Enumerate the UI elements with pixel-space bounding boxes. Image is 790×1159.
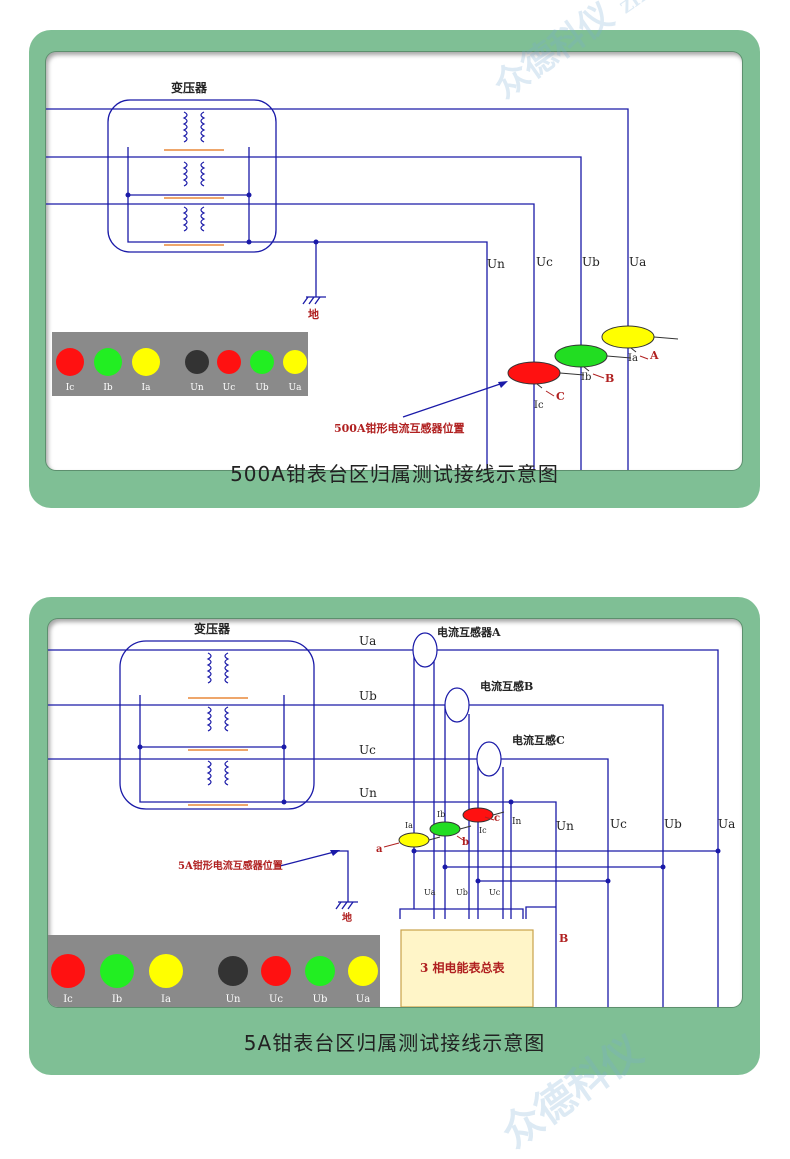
small-ct-phase: Ib <box>437 810 445 819</box>
line-label-un: Un <box>487 257 505 271</box>
line-label-ub: Ub <box>582 255 600 269</box>
wiring-diagram-5a: 变压器 地 Ua Ub Uc Un 电流互感器A 电流互感B 电流互感C Ia … <box>48 621 735 1007</box>
ct-phase-label: Ib <box>581 372 591 383</box>
legend-label-ic: Ic <box>66 383 75 393</box>
legend-label-ic: Ic <box>63 994 73 1005</box>
legend-5a: Ic Ib Ia Un Uc Ub Ua <box>48 935 380 1007</box>
ct-title-a: 电流互感器A <box>437 625 501 639</box>
position-note: 500A钳形电流互感器位置 <box>334 421 465 435</box>
transformer-frame <box>107 99 277 253</box>
ground-label: 地 <box>342 911 352 924</box>
transformer-frame <box>119 640 315 810</box>
ct-title-b: 电流互感B <box>480 679 533 693</box>
ct-letter-label: A <box>649 349 659 362</box>
legend-lamp-ic <box>51 954 85 988</box>
line-label-uc: Uc <box>536 255 553 269</box>
legend-label-un: Un <box>190 383 204 393</box>
meter-terminal-ua: Ua <box>424 888 436 897</box>
position-arrow <box>402 381 507 418</box>
clamp-ct-b: Ib B <box>554 344 632 385</box>
legend-label-un: Un <box>226 994 241 1005</box>
caption-5a: 5A钳表台区归属测试接线示意图 <box>243 1031 546 1055</box>
meter-label: 3 相电能表总表 <box>420 960 506 975</box>
legend-lamp-ua <box>348 956 378 986</box>
legend-label-ib: Ib <box>103 383 113 393</box>
transformer-label: 变压器 <box>194 621 231 636</box>
left-label-ua: Ua <box>359 634 376 648</box>
watermark-brand-en: ZHONGDEKEYI <box>617 0 743 17</box>
legend-label-ub: Ub <box>313 994 328 1005</box>
ring-cts <box>412 632 502 777</box>
legend-lamp-ia <box>149 954 183 988</box>
position-arrow <box>279 850 339 867</box>
small-ct-letter: b <box>462 837 469 848</box>
diagram-screen-5a: 变压器 地 Ua Ub Uc Un 电流互感器A 电流互感B 电流互感C Ia … <box>48 619 742 1007</box>
legend-label-ua: Ua <box>289 383 303 393</box>
legend-lamp-ib <box>100 954 134 988</box>
legend-lamps: Ic Ib Ia Un Uc Ub Ua <box>51 954 378 1005</box>
right-label-uc: Uc <box>610 817 627 831</box>
small-clamp-c: Ic c <box>462 807 505 835</box>
diagram-screen-500a: 变压器 地 Un Uc Ub Ua Ia A Ib B <box>46 52 742 470</box>
position-note: 5A钳形电流互感器位置 <box>178 859 283 872</box>
ct-title-c: 电流互感C <box>512 733 565 747</box>
small-ct-letter: a <box>376 844 383 855</box>
meter-box <box>400 929 534 1007</box>
ct-phase-label: Ia <box>628 353 638 364</box>
legend-lamps: Ic Ib Ia Un Uc Ub Ua <box>56 348 307 393</box>
right-label-ub: Ub <box>664 817 682 831</box>
left-label-ub: Ub <box>359 689 377 703</box>
legend-500a: Ic Ib Ia Un Uc Ub Ua <box>52 332 308 396</box>
legend-lamp-un <box>218 956 248 986</box>
right-label-un: Un <box>556 819 574 833</box>
legend-label-ua: Ua <box>356 994 370 1005</box>
phase-line-a <box>46 108 629 470</box>
legend-lamp-ub <box>250 350 274 374</box>
small-ct-phase: Ic <box>479 826 487 835</box>
small-ct-phase: Ia <box>405 821 413 830</box>
legend-label-ia: Ia <box>161 994 171 1005</box>
meter-terminal-uc: Uc <box>489 888 501 897</box>
clamp-ct-a: Ia A <box>601 325 679 364</box>
diagram-panel-500a: 变压器 地 Un Uc Ub Ua Ia A Ib B <box>29 30 760 508</box>
right-label-ua: Ua <box>718 817 735 831</box>
legend-lamp-ua <box>283 350 307 374</box>
ct-letter-label: C <box>556 390 565 403</box>
neutral-line <box>316 241 488 470</box>
neutral-line <box>284 801 557 1007</box>
left-label-uc: Uc <box>359 743 376 757</box>
legend-label-uc: Uc <box>223 383 236 393</box>
legend-lamp-ia <box>132 348 160 376</box>
ct-phase-label: Ic <box>534 400 544 411</box>
left-label-un: Un <box>359 786 377 800</box>
ground-label: 地 <box>308 307 319 321</box>
small-clamp-b: Ib b <box>429 810 472 848</box>
small-ct-letter: c <box>494 813 500 824</box>
in-label: In <box>512 817 522 827</box>
transformer-coils <box>182 111 206 232</box>
caption-500a: 500A钳表台区归属测试接线示意图 <box>230 462 559 486</box>
clamp-ct-c: Ic C <box>507 361 585 411</box>
wiring-diagram-500a: 变压器 地 Un Uc Ub Ua Ia A Ib B <box>46 80 679 470</box>
legend-lamp-ic <box>56 348 84 376</box>
legend-lamp-ib <box>94 348 122 376</box>
meter-terminal-ub: Ub <box>456 888 468 897</box>
legend-lamp-un <box>185 350 209 374</box>
transformer-coils <box>206 652 230 786</box>
transformer-label: 变压器 <box>171 80 208 95</box>
legend-label-ub: Ub <box>255 383 269 393</box>
line-label-ua: Ua <box>629 255 646 269</box>
diagram-panel-5a: 变压器 地 Ua Ub Uc Un 电流互感器A 电流互感B 电流互感C Ia … <box>29 597 760 1075</box>
legend-lamp-uc <box>217 350 241 374</box>
ct-letter-label: B <box>605 372 614 385</box>
b-label: B <box>559 932 568 945</box>
small-clamp-a: Ia a <box>376 821 441 855</box>
legend-label-ib: Ib <box>112 994 122 1005</box>
legend-lamp-ub <box>305 956 335 986</box>
legend-label-uc: Uc <box>269 994 283 1005</box>
legend-label-ia: Ia <box>142 383 152 393</box>
legend-lamp-uc <box>261 956 291 986</box>
